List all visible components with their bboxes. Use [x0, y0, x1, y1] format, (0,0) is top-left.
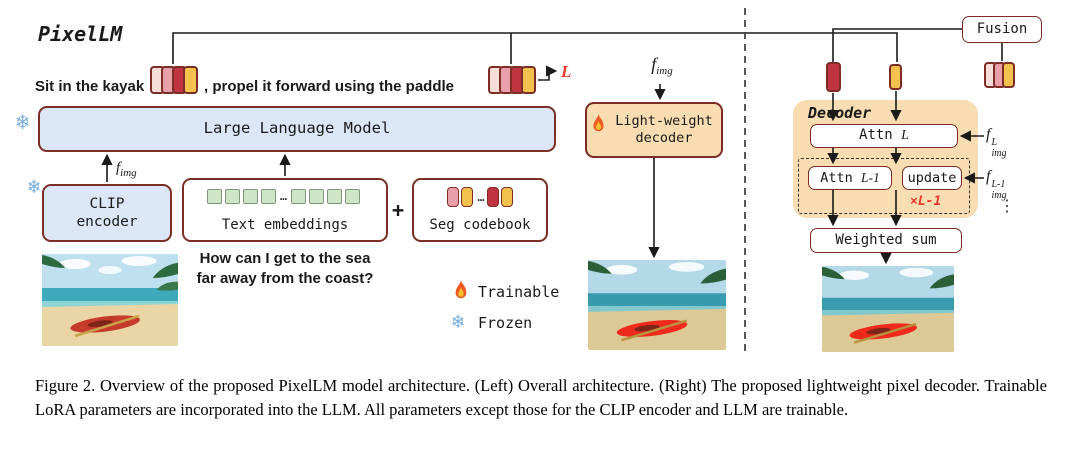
vertical-dots: ⋮ [999, 196, 1015, 215]
text-embeddings-label: Text embeddings [221, 216, 349, 233]
snowflake-icon: ❄ [452, 309, 465, 333]
question-text-line2: far away from the coast? [196, 270, 374, 287]
figure-title: PixelLM [38, 22, 123, 46]
hidden-state-L-label: L [561, 62, 572, 81]
seg-token [826, 62, 841, 92]
question-text-line1: How can I get to the sea [199, 250, 371, 267]
lightweight-decoder-box: Light-weight decoder [585, 102, 723, 158]
clip-encoder-label: CLIP encoder [76, 195, 138, 230]
embedding-square [291, 188, 307, 204]
prompt-text-prefix: Sit in the kayak [35, 78, 145, 95]
text-embeddings-box: … Text embeddings [182, 178, 388, 242]
f-img-label-clip: fimg [116, 160, 137, 179]
plus-sign: + [392, 198, 405, 222]
embedding-squares: … [206, 188, 363, 206]
llm-label: Large Language Model [203, 119, 391, 138]
lightweight-decoder-label: Light-weight decoder [615, 113, 713, 146]
ellipsis: … [279, 189, 288, 203]
update-label: update [907, 169, 957, 186]
clip-encoder-box: CLIP encoder [42, 184, 172, 242]
seg-codebook-box: … Seg codebook [412, 178, 548, 242]
f-img-label-top: fimg [651, 54, 673, 77]
fusion-box: Fusion [962, 16, 1042, 43]
seg-token [183, 66, 198, 94]
flame-icon [593, 114, 604, 132]
snowflake-icon: ❄ [28, 174, 41, 198]
seg-codebook-label: Seg codebook [429, 216, 531, 233]
pixel-decoder-region [793, 100, 978, 218]
weighted-sum-label: Weighted sum [835, 231, 937, 248]
seg-token [889, 64, 902, 90]
result-beach-image [822, 266, 954, 352]
flame-icon [455, 280, 467, 299]
seg-token-group-1 [150, 66, 198, 94]
attn-l-box: Attn L [810, 124, 958, 148]
embedding-square [260, 188, 276, 204]
snowflake-icon: ❄ [16, 110, 30, 135]
iteration-dashed-box [798, 158, 970, 214]
seg-token [447, 187, 460, 207]
seg-token-group-2 [488, 66, 536, 94]
prompt-text-suffix: , propel it forward using the paddle [204, 78, 455, 95]
llm-box: Large Language Model [38, 106, 556, 152]
embedding-square [224, 188, 240, 204]
input-beach-image [42, 254, 178, 346]
decoder-title: Decoder [808, 104, 872, 122]
attn-l1-box: Attn L-1 [808, 166, 892, 190]
attn-l1-label: Attn L-1 [820, 169, 880, 186]
update-box: update [902, 166, 962, 190]
seg-token-group-3 [984, 62, 1015, 88]
legend-frozen-label: Frozen [478, 314, 533, 332]
fusion-label: Fusion [976, 20, 1028, 37]
seg-token [461, 187, 474, 207]
attn-l-label: Attn L [859, 127, 909, 144]
embedding-square [327, 188, 343, 204]
segmentation-output-image [588, 260, 726, 350]
figure-caption: Figure 2. Overview of the proposed Pixel… [35, 376, 1047, 419]
seg-token [486, 187, 499, 207]
codebook-tokens: … [447, 187, 513, 207]
embedding-square [345, 188, 361, 204]
times-l1-label: ×L-1 [910, 194, 942, 209]
weighted-sum-box: Weighted sum [810, 228, 962, 253]
embedding-square [242, 188, 258, 204]
embedding-square [206, 188, 222, 204]
seg-token [500, 187, 513, 207]
legend-trainable-label: Trainable [478, 283, 560, 301]
seg-token [1002, 62, 1015, 88]
seg-token [521, 66, 536, 94]
embedding-square [309, 188, 325, 204]
ellipsis: … [477, 190, 485, 204]
